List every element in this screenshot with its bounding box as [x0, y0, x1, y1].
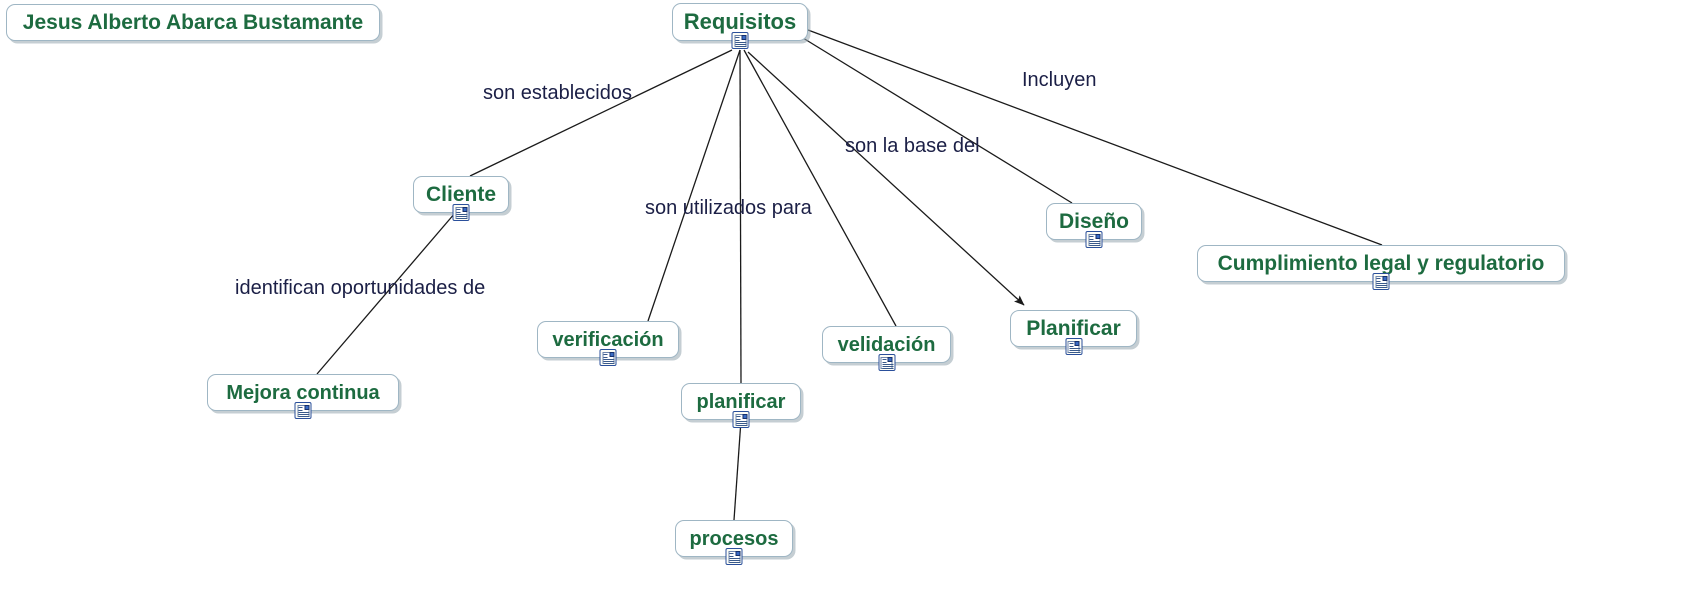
edge-planificar-b-procesos[interactable] [733, 419, 742, 521]
node-velidacion[interactable]: velidación [822, 326, 951, 371]
node-procesos[interactable]: procesos [675, 520, 793, 565]
note-resource-icon[interactable] [1085, 231, 1103, 248]
node-cliente[interactable]: Cliente [413, 176, 509, 221]
node-label: planificar [696, 390, 786, 413]
note-resource-icon[interactable] [731, 32, 749, 49]
node-planificar_r[interactable]: Planificar [1010, 310, 1137, 355]
edge-label-identifican-oportunidades-de[interactable]: identifican oportunidades de [235, 277, 486, 299]
node-label: Mejora continua [226, 381, 380, 404]
note-resource-icon[interactable] [878, 354, 895, 371]
edge-requisitos-velidacion[interactable] [743, 49, 897, 327]
node-requisitos[interactable]: Requisitos [672, 3, 808, 49]
node-label: Diseño [1059, 210, 1130, 233]
note-resource-icon[interactable] [732, 411, 750, 428]
edge-label-incluyen[interactable]: Incluyen [1022, 69, 1097, 91]
node-label: procesos [689, 527, 779, 550]
note-resource-icon[interactable] [294, 402, 312, 419]
node-diseno[interactable]: Diseño [1046, 203, 1142, 248]
edge-label-son-la-base-del[interactable]: son la base del [845, 135, 980, 157]
node-label: Cliente [426, 183, 497, 206]
node-mejora[interactable]: Mejora continua [207, 374, 399, 419]
node-label: velidación [837, 333, 936, 356]
note-resource-icon[interactable] [599, 349, 617, 366]
note-resource-icon[interactable] [1372, 273, 1390, 290]
node-planificar_b[interactable]: planificar [681, 383, 801, 428]
edge-requisitos-planificar-r[interactable] [747, 51, 1025, 306]
note-resource-icon[interactable] [452, 204, 470, 221]
note-resource-icon[interactable] [1065, 338, 1082, 355]
note-resource-icon[interactable] [725, 548, 743, 565]
edge-requisitos-cliente[interactable] [469, 49, 733, 177]
node-label: verificación [552, 328, 664, 351]
edge-requisitos-diseno[interactable] [802, 37, 1073, 204]
node-label: Cumplimiento legal y regulatorio [1217, 252, 1545, 275]
edge-requisitos-verificacion[interactable] [647, 49, 741, 322]
edge-label-son-establecidos[interactable]: son establecidos [483, 82, 632, 104]
node-cumplimiento[interactable]: Cumplimiento legal y regulatorio [1197, 245, 1565, 290]
node-author[interactable]: Jesus Alberto Abarca Bustamante [6, 4, 380, 41]
node-label: Planificar [1026, 317, 1121, 340]
edge-label-son-utilizados-para[interactable]: son utilizados para [645, 197, 812, 219]
node-label: Requisitos [683, 9, 797, 34]
node-label: Jesus Alberto Abarca Bustamante [22, 11, 364, 34]
node-verificacion[interactable]: verificación [537, 321, 679, 366]
